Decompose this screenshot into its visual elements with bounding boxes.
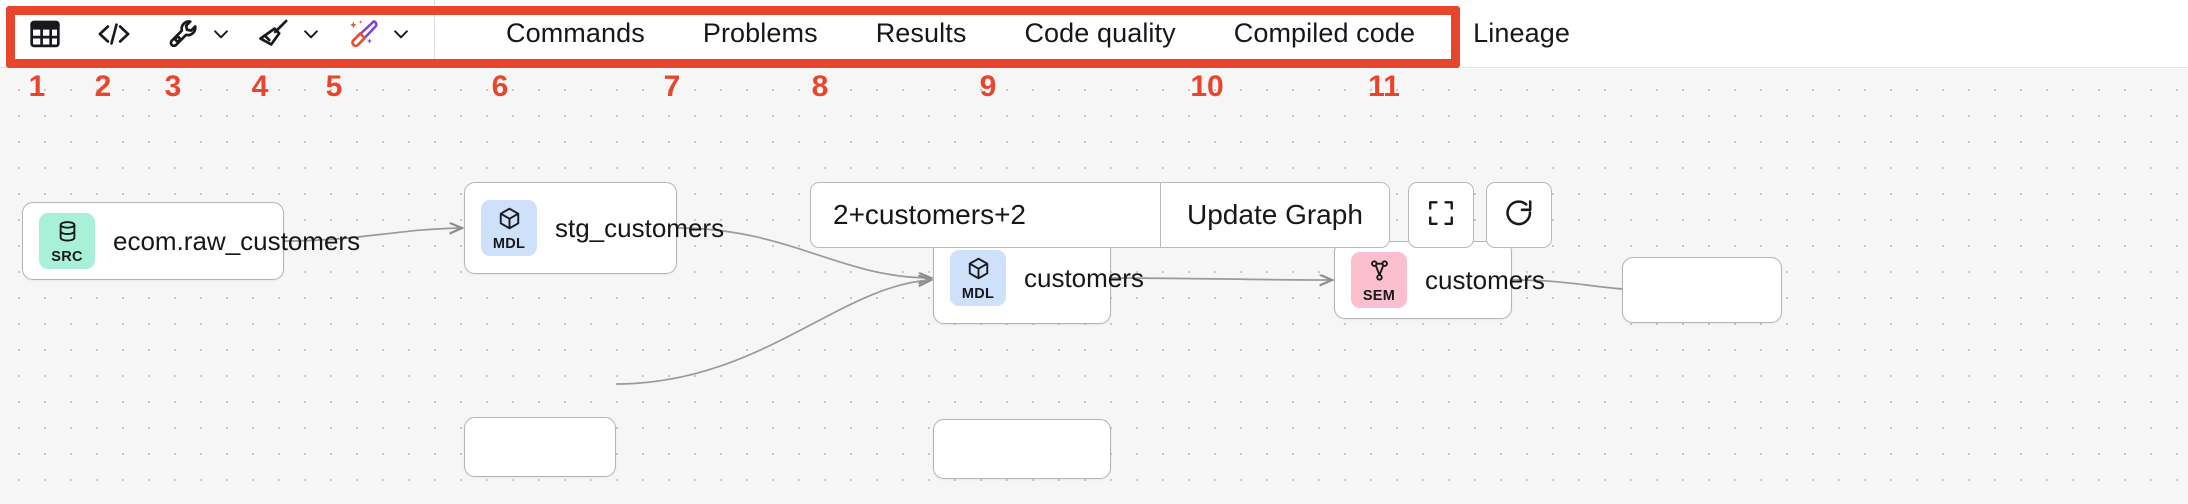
model-badge: MDL [481,200,537,256]
tab-lineage[interactable]: Lineage [1473,18,1570,48]
wrench-icon[interactable] [160,11,206,57]
toolbar-item-table-view[interactable] [22,11,68,57]
node-kind-label: SEM [1362,287,1396,304]
toolbar-item-ai-assist[interactable] [340,11,416,57]
node-label: customers [1425,264,1545,295]
cube-icon [966,256,991,285]
semantic-badge: SEM [1351,252,1407,308]
refresh-icon [1503,197,1535,234]
lineage-node-partial-far-right[interactable] [1622,257,1782,323]
toolbar-tab-group: Commands Problems Results Code quality C… [435,0,1599,67]
editor-toolbar: Commands Problems Results Code quality C… [0,0,2188,68]
toolbar-icon-group [0,0,435,67]
lineage-node-partial-right[interactable] [933,419,1111,479]
node-kind-label: MDL [492,235,526,252]
database-icon [55,219,80,248]
lineage-node-customers-semantic[interactable]: SEM customers [1334,241,1545,319]
node-kind-label: SRC [51,248,83,265]
tab-problems[interactable]: Problems [702,18,818,48]
tab-results[interactable]: Results [875,18,967,48]
node-label: stg_customers [555,212,725,243]
refresh-button[interactable] [1486,182,1552,248]
chevron-down-icon[interactable] [296,11,326,57]
table-grid-icon[interactable] [22,11,68,57]
chevron-down-icon[interactable] [386,11,416,57]
toolbar-item-format-clean[interactable] [250,11,326,57]
lineage-node-ecom-raw-customers[interactable]: SRC ecom.raw_customers [22,202,360,280]
magic-wand-icon[interactable] [340,11,386,57]
tab-code-quality[interactable]: Code quality [1024,18,1176,48]
graph-selector-input[interactable] [811,183,1160,247]
chevron-down-icon[interactable] [206,11,236,57]
broom-icon[interactable] [250,11,296,57]
lineage-graph-canvas[interactable]: Update Graph [0,69,2188,504]
source-badge: SRC [39,213,95,269]
expand-icon [1426,198,1456,233]
cube-icon [497,206,522,235]
node-label: customers [1024,262,1144,293]
semantic-icon [1367,258,1392,287]
lineage-node-stg-customers[interactable]: MDL stg_customers [464,182,724,274]
code-icon[interactable] [90,11,138,57]
tab-commands[interactable]: Commands [506,18,645,48]
model-badge: MDL [950,250,1006,306]
tab-compiled-code[interactable]: Compiled code [1233,18,1416,48]
graph-selector-control: Update Graph [810,182,1390,248]
toolbar-item-fix-tools[interactable] [160,11,236,57]
toolbar-item-code-view[interactable] [90,11,138,57]
fullscreen-button[interactable] [1408,182,1474,248]
lineage-node-partial-left[interactable] [464,417,616,477]
update-graph-button[interactable]: Update Graph [1160,183,1389,247]
node-kind-label: MDL [961,285,995,302]
node-label: ecom.raw_customers [113,225,361,256]
